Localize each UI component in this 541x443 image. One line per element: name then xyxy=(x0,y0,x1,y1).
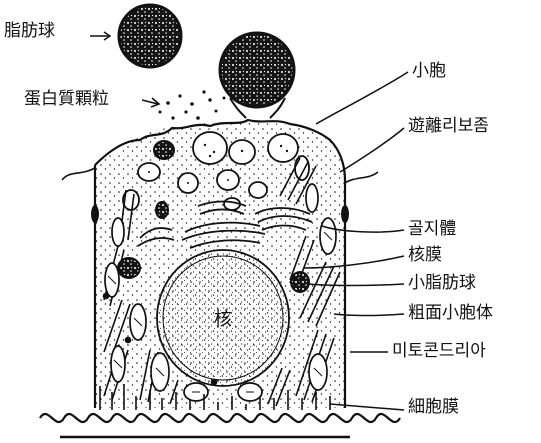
fat-globule xyxy=(119,5,181,67)
label-cell-membrane: 細胞膜 xyxy=(408,399,459,416)
label-small-fat-globule: 小脂肪球 xyxy=(408,275,476,292)
label-protein-granule: 蛋白質顆粒 xyxy=(24,91,109,108)
label-rough-er: 粗面小胞体 xyxy=(408,305,493,322)
secreting-fat-globule xyxy=(220,33,294,118)
label-nuclear-membrane: 核膜 xyxy=(408,247,442,264)
label-free-ribosome: 遊離리보좀 xyxy=(408,118,489,135)
label-fat-globule: 脂肪球 xyxy=(4,23,55,40)
label-vesicle: 小胞 xyxy=(412,63,446,80)
protein-granules xyxy=(159,90,226,119)
label-mitochondria: 미토콘드리아 xyxy=(392,343,486,360)
label-golgi: 골지體 xyxy=(408,221,456,238)
basal-membrane xyxy=(40,414,400,422)
label-nucleus: 核 xyxy=(214,309,232,330)
